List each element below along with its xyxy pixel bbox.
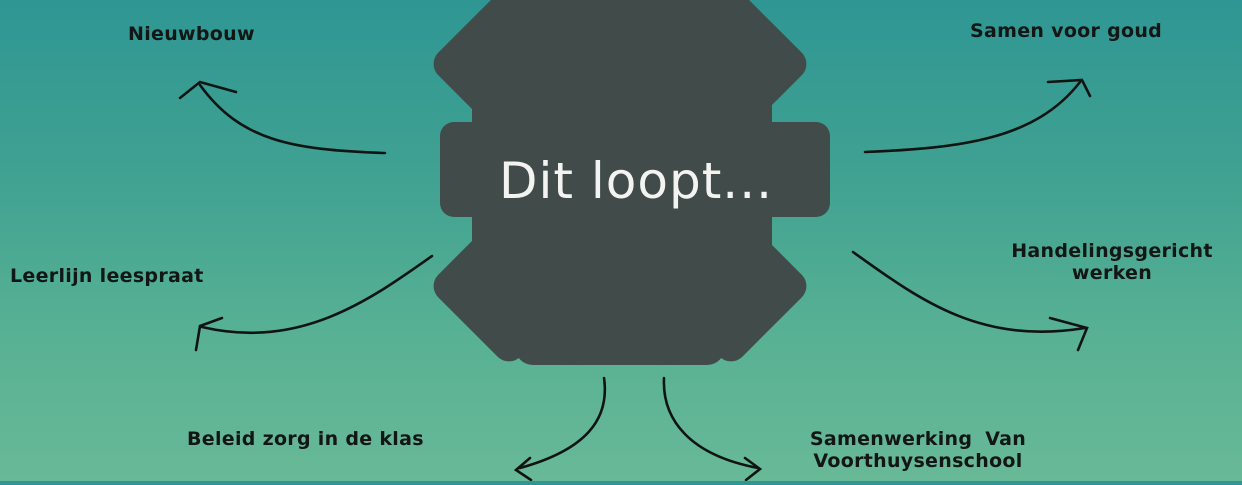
arrow-handelingsgericht	[851, 250, 1089, 352]
topic-label-nieuwbouw: Nieuwbouw	[128, 23, 255, 45]
arrow-beleid-zorg	[513, 376, 607, 482]
arrow-nieuwbouw	[178, 80, 387, 155]
arrow-leerlijn-leespraat	[194, 254, 434, 352]
center-label: Dit loopt...	[499, 152, 773, 210]
arrow-samen-voor-goud	[863, 78, 1092, 154]
gear-shape	[433, 0, 830, 365]
gear-center	[470, 25, 770, 325]
topic-label-samen-voor-goud: Samen voor goud	[970, 20, 1163, 42]
topic-label-samenwerking: Samenwerking Van Voorthuysenschool	[809, 428, 1027, 472]
arrow-samenwerking	[662, 376, 763, 482]
topic-label-handelingsgericht: Handelingsgericht werken	[1011, 240, 1213, 284]
topic-label-beleid-zorg: Beleid zorg in de klas	[187, 428, 424, 450]
topic-label-leerlijn-leespraat: Leerlijn leespraat	[10, 265, 204, 287]
arrows	[178, 78, 1092, 482]
